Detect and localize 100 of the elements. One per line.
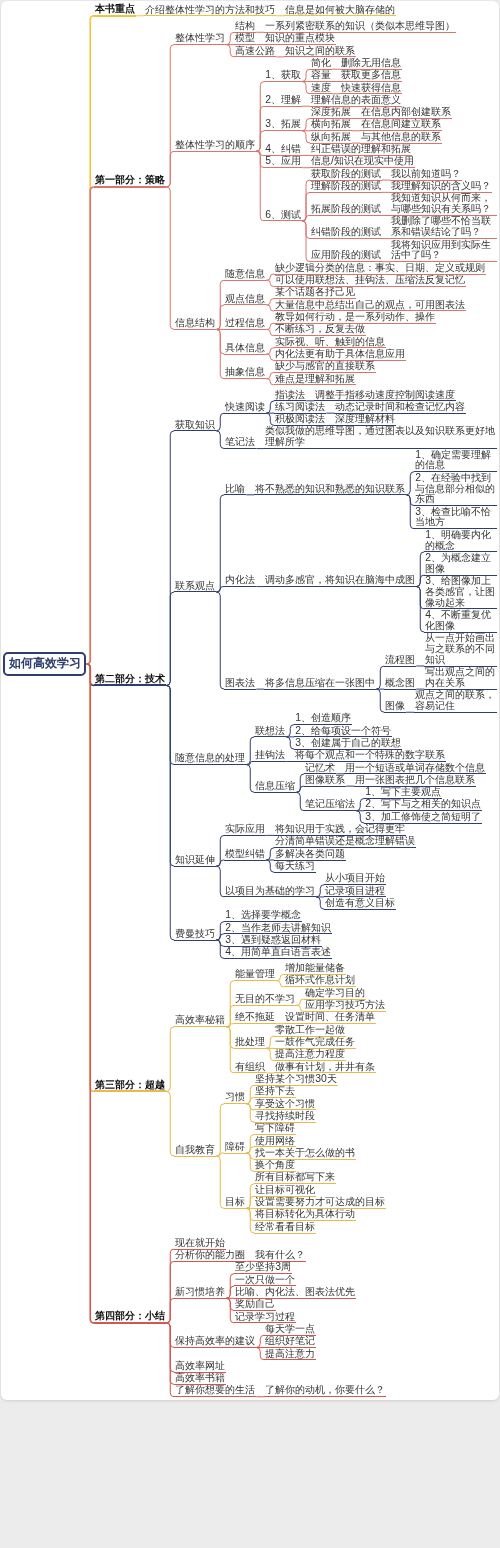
subtopic-label: 知识延伸: [174, 854, 217, 867]
subtopic-label: 将不熟悉的知识和熟悉的知识联系: [254, 483, 407, 496]
connector-line: [325, 412, 335, 414]
connector-line: [275, 15, 285, 17]
connector-line: [265, 353, 275, 361]
connector-line: [275, 1023, 285, 1025]
subtopic-label: 从小项目开始: [324, 873, 387, 886]
subtopic-label: 观点之间的联系，容易记住: [414, 690, 497, 713]
connector-line: [215, 865, 225, 898]
connector-line: [245, 494, 255, 496]
subtopic-label: 零散工作一起做: [274, 1024, 347, 1037]
connector-line: [215, 586, 225, 593]
connector-line: [265, 412, 275, 426]
subtopic-label: 模型纠错: [224, 848, 267, 861]
connector-line: [295, 1004, 305, 1012]
subtopic-label: 新习惯培养: [174, 1286, 227, 1299]
connector-line: [165, 1297, 175, 1324]
subtopic-label: 3、给图像加上各类感官，让图像动起来: [424, 576, 497, 610]
subtopic-label: 目标: [224, 1197, 247, 1209]
main-topic-label: 第四部分：小结: [94, 1311, 167, 1324]
main-topic-label: 第一部分：策略: [94, 175, 167, 188]
subtopic-label: 我以前知道吗？: [390, 168, 463, 181]
connector-line: [245, 1103, 255, 1123]
connector-line: [215, 1152, 225, 1157]
subtopic-label: 我理解知识的含义吗？: [390, 181, 493, 193]
subtopic-label: 所有目标都写下来: [254, 1172, 337, 1185]
subtopic-label: 4、不断重复优化图像: [424, 609, 497, 633]
connector-line: [301, 68, 311, 83]
subtopic-label: 信息压缩: [254, 780, 297, 793]
subtopic-label: 让目标可视化: [254, 1184, 317, 1197]
connector-line: [285, 736, 295, 738]
subtopic-label: 流程图: [384, 654, 417, 667]
connector-line: [225, 1026, 235, 1074]
subtopic-label: 一次只做一个: [234, 1274, 297, 1287]
subtopic-label: 信息/知识在现实中使用: [310, 156, 415, 169]
subtopic-label: 动态记录时间和检查记忆内容: [334, 401, 467, 414]
subtopic-label: 理解阶段的测试: [310, 181, 383, 193]
subtopic-label: 每天练习: [274, 861, 317, 873]
subtopic-label: 不断练习，反复去做: [274, 324, 367, 337]
main-topic-label: 第三部分：超越: [94, 1079, 167, 1093]
subtopic-label: 1、写下主要观点: [364, 787, 443, 799]
connector-line: [415, 574, 425, 588]
subtopic-label: 经常看看目标: [254, 1221, 317, 1234]
connector-line: [331, 68, 341, 70]
subtopic-label: 坚持下去: [254, 1086, 297, 1099]
subtopic-label: 深度理解材料: [334, 414, 397, 426]
subtopic-label: 纵向拓展: [310, 131, 353, 144]
connector-line: [265, 1072, 275, 1074]
subtopic-label: 纠正错误的理解和拓展: [310, 144, 413, 156]
subtopic-label: 提高注意力: [264, 1348, 317, 1361]
connector-line: [265, 378, 275, 386]
subtopic-label: 费曼技巧: [174, 928, 217, 941]
connector-line: [315, 896, 325, 898]
subtopic-label: 调动多感官，将知识在脑海中成图: [264, 575, 417, 588]
subtopic-label: 练习阅读法: [274, 401, 327, 414]
connector-line: [295, 773, 305, 793]
connector-line: [245, 1084, 255, 1105]
connector-line: [301, 220, 311, 263]
connector-line: [255, 1347, 265, 1361]
subtopic-label: 深度拓展: [310, 107, 353, 119]
subtopic-label: 寻找持续时段: [254, 1110, 317, 1123]
connector-line: [285, 736, 295, 750]
connector-line: [245, 1260, 255, 1262]
subtopic-label: 能量管理: [234, 969, 277, 982]
subtopic-label: 写下障碍: [254, 1123, 297, 1136]
subtopic-label: 可以使用联想法、挂钩法、压缩法反复记忆: [274, 275, 467, 287]
connector-line: [165, 1026, 175, 1092]
connector-line: [381, 179, 391, 181]
subtopic-label: 用一个短语或单词存储数个信息: [344, 762, 487, 775]
subtopic-label: 具体信息: [224, 342, 267, 355]
subtopic-label: 整体性学习的顺序: [174, 139, 257, 152]
subtopic-label: 组织好笔记: [264, 1336, 317, 1348]
connector-line: [85, 186, 96, 665]
connector-line: [301, 81, 311, 95]
connector-line: [335, 773, 345, 775]
connector-line: [355, 797, 365, 812]
subtopic-label: 简化: [310, 57, 333, 70]
subtopic-label: 获取阶段的测试: [310, 168, 383, 181]
main-topic-label: 第二部分：技术: [94, 673, 167, 687]
subtopic-label: 应用学习技巧方法: [304, 1000, 387, 1012]
subtopic-label: 记录项目进程: [324, 885, 387, 898]
subtopic-label: 内化法更有助于具体信息应用: [274, 348, 407, 361]
subtopic-label: 知识的重点模块: [264, 33, 337, 46]
connector-line: [381, 238, 391, 240]
connector-line: [301, 117, 311, 132]
connector-line: [345, 785, 355, 787]
subtopic-label: 我知道知识从何而来，与哪些知识有关系吗？: [390, 193, 497, 216]
connector-line: [215, 933, 225, 941]
subtopic-label: 速度: [310, 82, 333, 95]
connector-line: [331, 81, 341, 83]
subtopic-label: 难点是理解和拓展: [274, 373, 357, 386]
subtopic-label: 循环式作息计划: [284, 975, 357, 988]
connector-line: [415, 586, 425, 633]
subtopic-label: 随意信息的处理: [174, 753, 247, 766]
subtopic-label: 将每个观点和一个特殊的数字联系: [294, 750, 447, 762]
subtopic-label: 理解信息的表面意义: [310, 94, 403, 107]
connector-line: [355, 810, 365, 824]
connector-line: [405, 711, 415, 713]
subtopic-label: 实际视、听、触到的信息: [274, 336, 387, 349]
subtopic-label: 多解决各类问题: [274, 848, 347, 861]
